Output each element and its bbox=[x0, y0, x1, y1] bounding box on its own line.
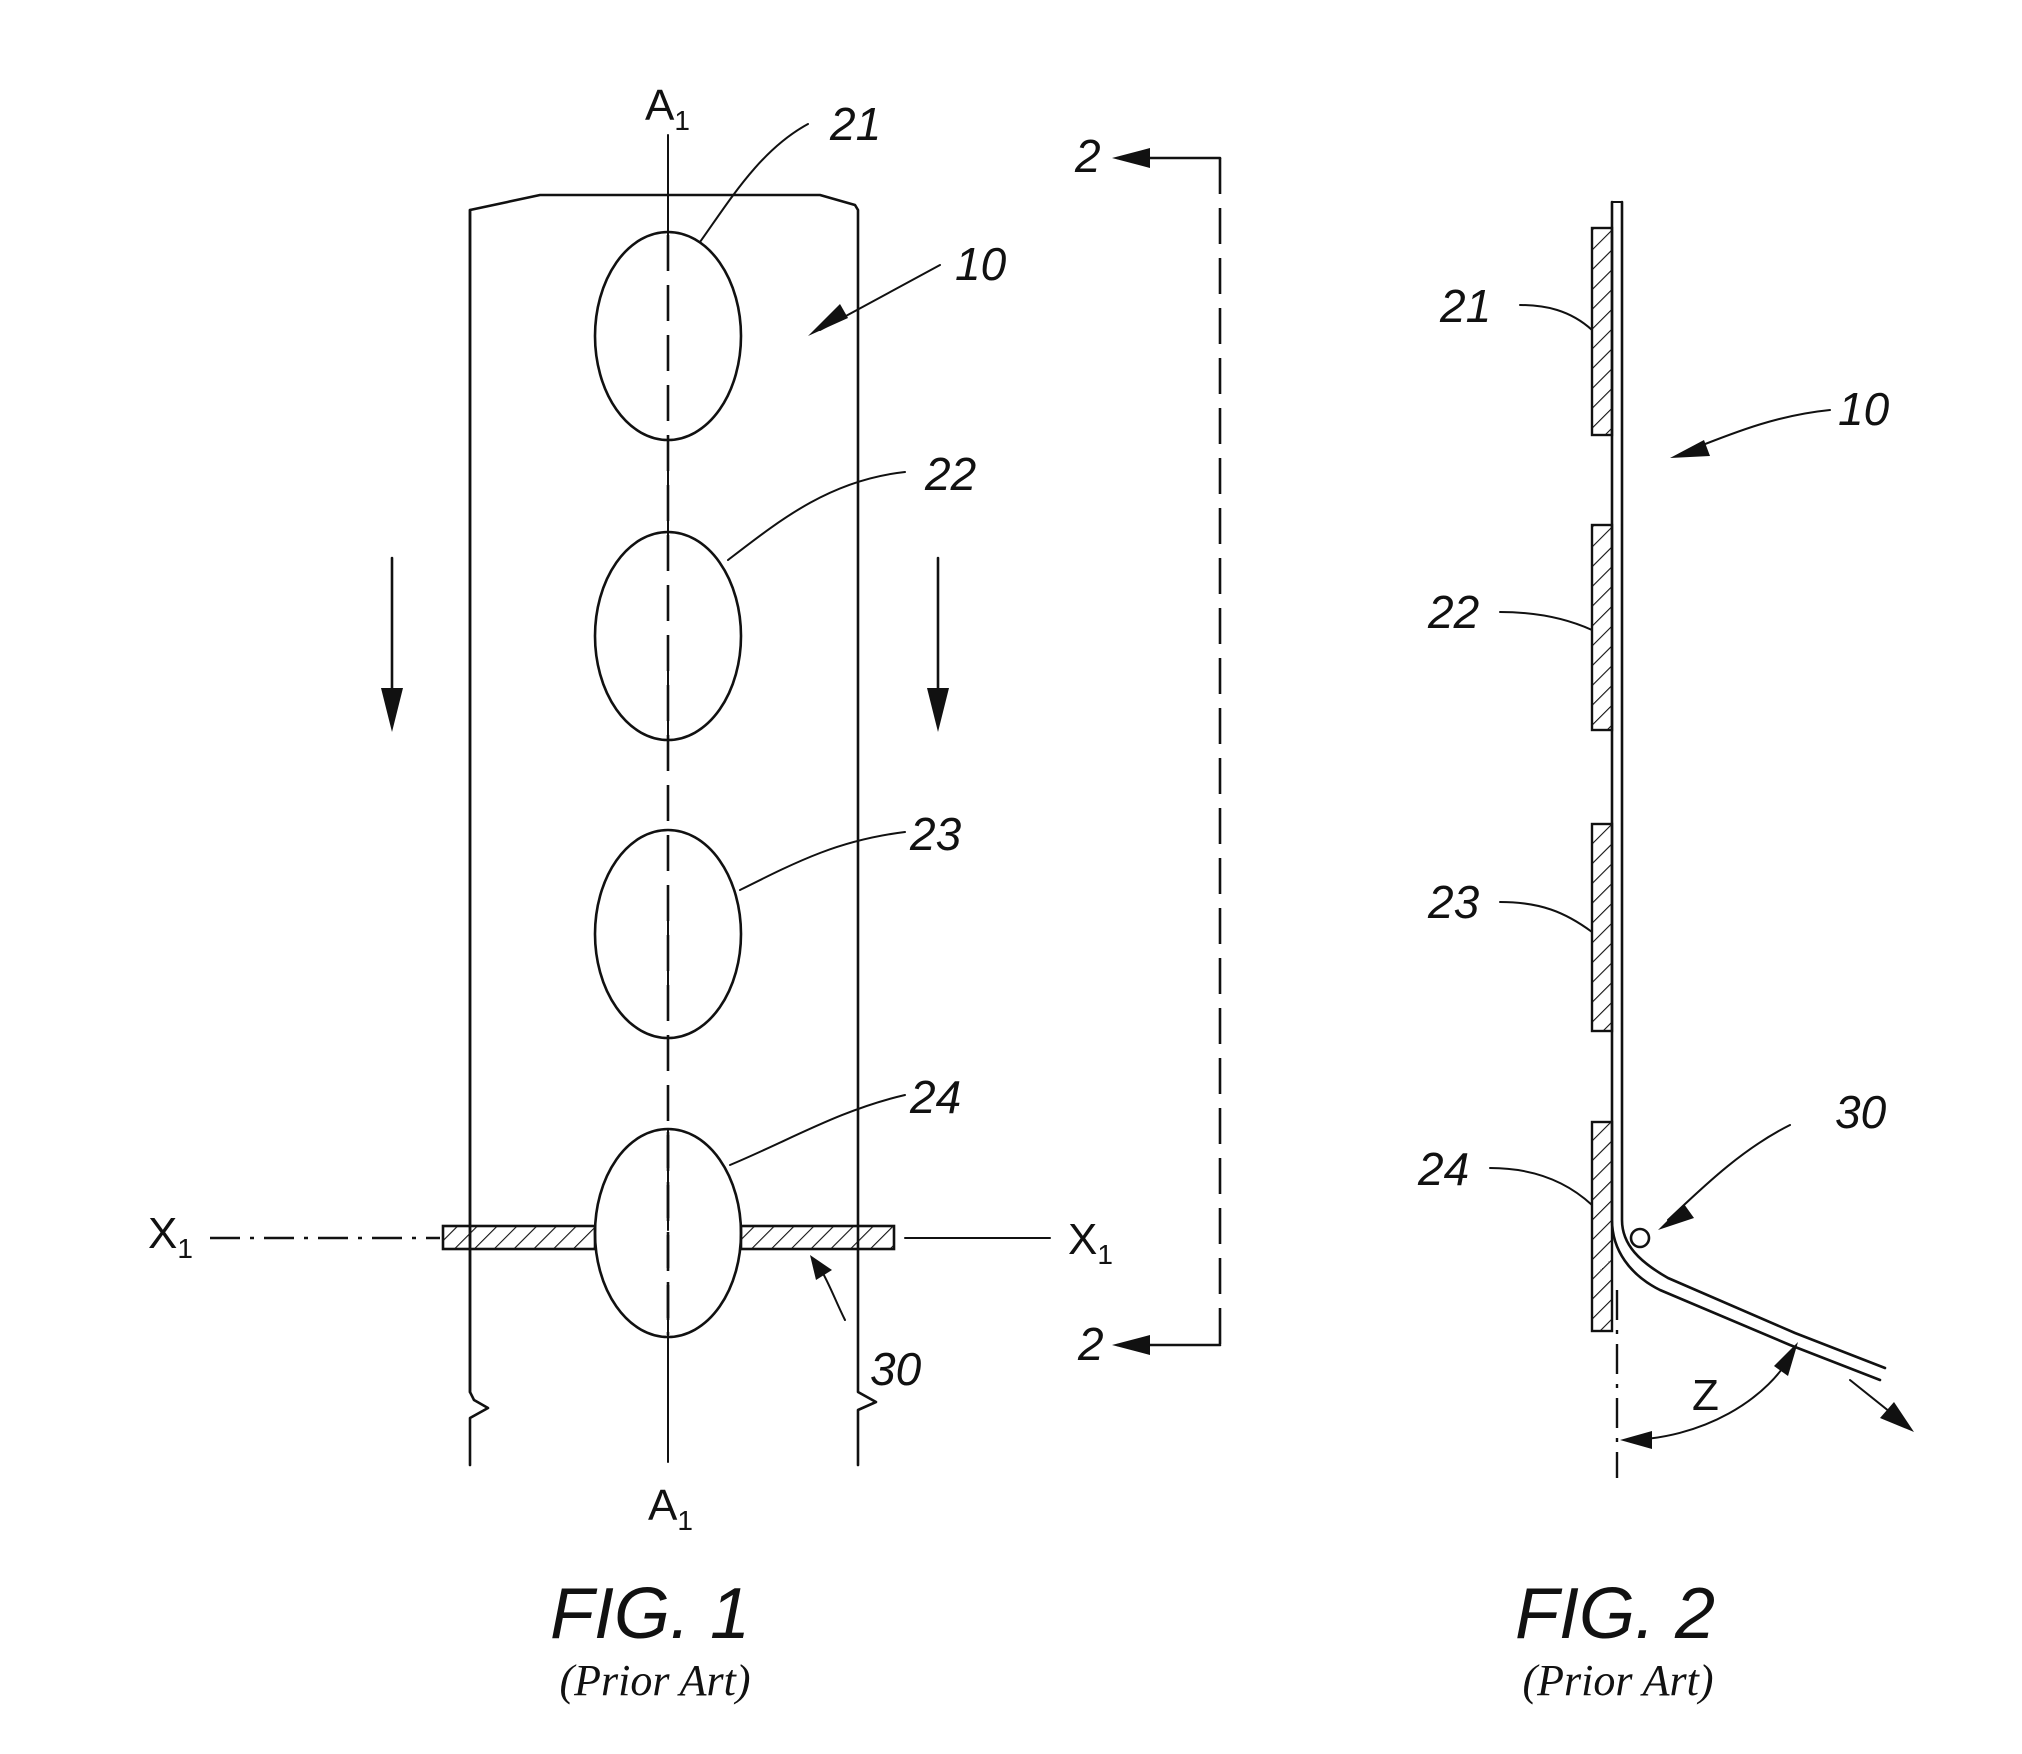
fig2-leader-24 bbox=[1490, 1168, 1592, 1205]
label-section-top: 2 bbox=[1074, 130, 1101, 182]
fig2-label-30: 30 bbox=[1835, 1086, 1887, 1138]
label-24: 24 bbox=[909, 1071, 961, 1123]
arrow-10 bbox=[808, 304, 848, 336]
fig2-label-24: 24 bbox=[1417, 1143, 1469, 1195]
fig2-label-10: 10 bbox=[1838, 383, 1890, 435]
label-section-bottom: 2 bbox=[1077, 1318, 1104, 1370]
direction-arrow-right bbox=[927, 558, 949, 732]
axis-a1-top-label: A1 bbox=[645, 81, 690, 136]
fold-bar-right bbox=[741, 1226, 894, 1249]
fig2-angle-label: Z bbox=[1692, 1371, 1719, 1420]
figure-1: 21 10 22 23 24 30 2 2 A1 A1 X1 X1 FIG. 1… bbox=[148, 81, 1220, 1705]
fig2-leader-10 bbox=[1690, 410, 1830, 450]
label-21: 21 bbox=[829, 98, 881, 150]
arrow-30 bbox=[810, 1255, 832, 1280]
axis-a1-bottom-label: A1 bbox=[648, 1481, 693, 1536]
exit-arrow-head bbox=[1880, 1402, 1914, 1432]
strip-side-inner bbox=[1622, 202, 1885, 1368]
section-line-2-2 bbox=[1112, 148, 1220, 1355]
side-element-24 bbox=[1592, 1122, 1612, 1331]
angle-arrow-start bbox=[1620, 1431, 1652, 1449]
axis-x1-right-label: X1 bbox=[1068, 1215, 1113, 1270]
figure-2-title: FIG. 2 bbox=[1515, 1574, 1715, 1654]
leader-30 bbox=[820, 1268, 845, 1320]
fig2-arrow-30 bbox=[1658, 1204, 1694, 1230]
leader-23 bbox=[740, 832, 905, 890]
fig2-leader-22 bbox=[1500, 612, 1592, 630]
label-10: 10 bbox=[955, 238, 1007, 290]
fig2-arrow-10 bbox=[1670, 440, 1710, 458]
direction-arrow-left bbox=[381, 558, 403, 732]
side-element-21 bbox=[1592, 228, 1612, 435]
figure-2: 21 22 23 24 10 30 Z FIG. 2 (Prior Art) bbox=[1417, 202, 1914, 1705]
side-element-23 bbox=[1592, 824, 1612, 1031]
leader-21 bbox=[700, 124, 808, 242]
axis-x1-left-label: X1 bbox=[148, 1209, 193, 1264]
fig2-label-23: 23 bbox=[1427, 876, 1480, 928]
label-22: 22 bbox=[924, 448, 976, 500]
fold-bar-left bbox=[443, 1226, 595, 1249]
fig2-label-21: 21 bbox=[1439, 280, 1491, 332]
fig2-label-22: 22 bbox=[1427, 586, 1479, 638]
leader-24 bbox=[730, 1095, 905, 1165]
fig2-leader-30 bbox=[1668, 1125, 1790, 1220]
side-element-22 bbox=[1592, 525, 1612, 730]
figure-1-title: FIG. 1 bbox=[550, 1574, 750, 1654]
figure-2-subtitle: (Prior Art) bbox=[1522, 1656, 1713, 1705]
strip-side-outer bbox=[1612, 202, 1880, 1380]
angle-arrow-end bbox=[1774, 1342, 1798, 1376]
fig2-leader-21 bbox=[1520, 305, 1592, 330]
fig2-leader-23 bbox=[1500, 902, 1592, 932]
fold-point-30 bbox=[1631, 1229, 1649, 1247]
label-23: 23 bbox=[909, 808, 962, 860]
label-30: 30 bbox=[870, 1343, 922, 1395]
figure-1-subtitle: (Prior Art) bbox=[559, 1656, 750, 1705]
leader-22 bbox=[728, 472, 905, 560]
